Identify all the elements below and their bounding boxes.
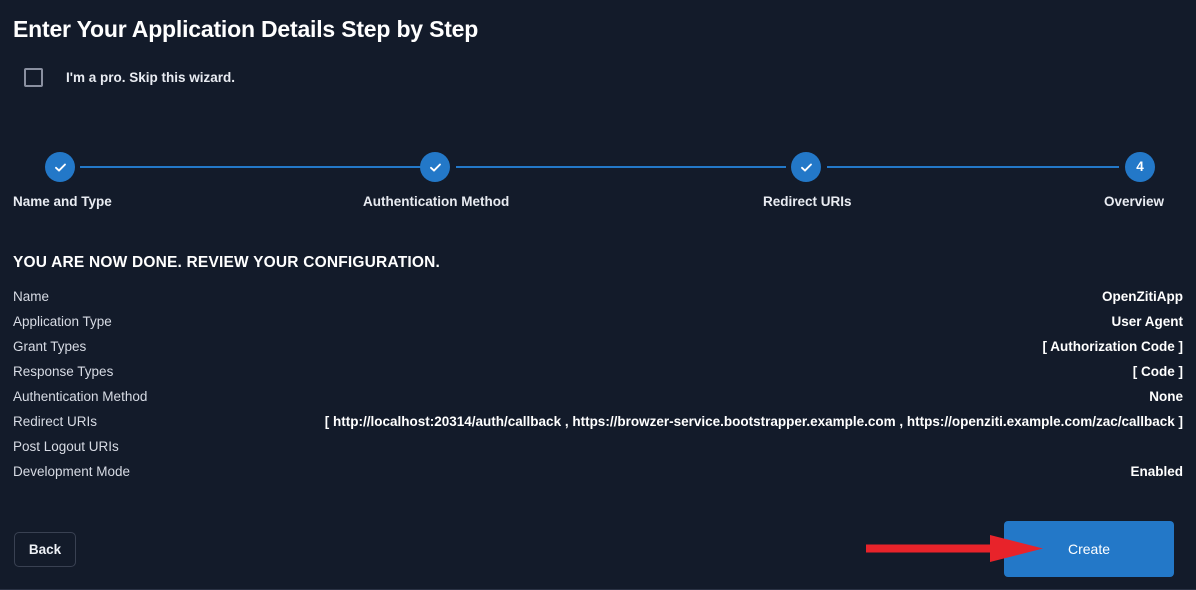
review-heading: YOU ARE NOW DONE. REVIEW YOUR CONFIGURAT…	[13, 254, 441, 271]
stepper-step-3[interactable]	[791, 152, 821, 182]
row-value-application-type: User Agent	[1111, 314, 1183, 329]
check-icon	[53, 160, 68, 175]
row-value-authentication-method: None	[1149, 389, 1183, 404]
stepper-step-2[interactable]	[420, 152, 450, 182]
table-row: Response Types [ Code ]	[13, 364, 1183, 389]
page-title: Enter Your Application Details Step by S…	[13, 16, 479, 42]
table-row: Name OpenZitiApp	[13, 289, 1183, 314]
wizard-stepper: 4 Name and Type Authentication Method Re…	[0, 152, 1196, 214]
row-key-authentication-method: Authentication Method	[13, 389, 148, 404]
check-icon	[799, 160, 814, 175]
skip-wizard-row: I'm a pro. Skip this wizard.	[24, 68, 235, 87]
table-row: Development Mode Enabled	[13, 464, 1183, 489]
row-key-application-type: Application Type	[13, 314, 112, 329]
row-key-post-logout-uris: Post Logout URIs	[13, 439, 119, 454]
stepper-step-4[interactable]: 4	[1125, 152, 1155, 182]
stepper-connector-1-2	[80, 166, 421, 168]
stepper-label-3: Redirect URIs	[763, 194, 852, 209]
configuration-summary-table: Name OpenZitiApp Application Type User A…	[13, 289, 1183, 489]
table-row: Application Type User Agent	[13, 314, 1183, 339]
stepper-connector-3-4	[827, 166, 1119, 168]
check-icon	[428, 160, 443, 175]
table-row: Post Logout URIs	[13, 439, 1183, 464]
row-key-name: Name	[13, 289, 50, 304]
row-key-redirect-uris: Redirect URIs	[13, 414, 98, 429]
row-value-name: OpenZitiApp	[1102, 289, 1183, 304]
row-value-grant-types: [ Authorization Code ]	[1042, 339, 1183, 354]
skip-wizard-label: I'm a pro. Skip this wizard.	[66, 70, 235, 85]
stepper-step-1[interactable]	[45, 152, 75, 182]
back-button[interactable]: Back	[14, 532, 76, 567]
create-button[interactable]: Create	[1004, 521, 1174, 577]
stepper-connector-2-3	[456, 166, 786, 168]
stepper-label-1: Name and Type	[13, 194, 112, 209]
row-key-development-mode: Development Mode	[13, 464, 131, 479]
row-value-development-mode: Enabled	[1130, 464, 1183, 479]
row-key-response-types: Response Types	[13, 364, 114, 379]
table-row: Authentication Method None	[13, 389, 1183, 414]
table-row: Grant Types [ Authorization Code ]	[13, 339, 1183, 364]
stepper-track: 4 Name and Type Authentication Method Re…	[0, 152, 1196, 209]
table-row: Redirect URIs [ http://localhost:20314/a…	[13, 414, 1183, 439]
skip-wizard-checkbox[interactable]	[24, 68, 43, 87]
stepper-label-4: Overview	[1104, 194, 1165, 209]
row-value-response-types: [ Code ]	[1132, 364, 1183, 379]
stepper-step-4-number: 4	[1136, 159, 1144, 175]
row-value-redirect-uris: [ http://localhost:20314/auth/callback ,…	[324, 414, 1183, 429]
stepper-label-2: Authentication Method	[363, 194, 510, 209]
row-key-grant-types: Grant Types	[13, 339, 87, 354]
